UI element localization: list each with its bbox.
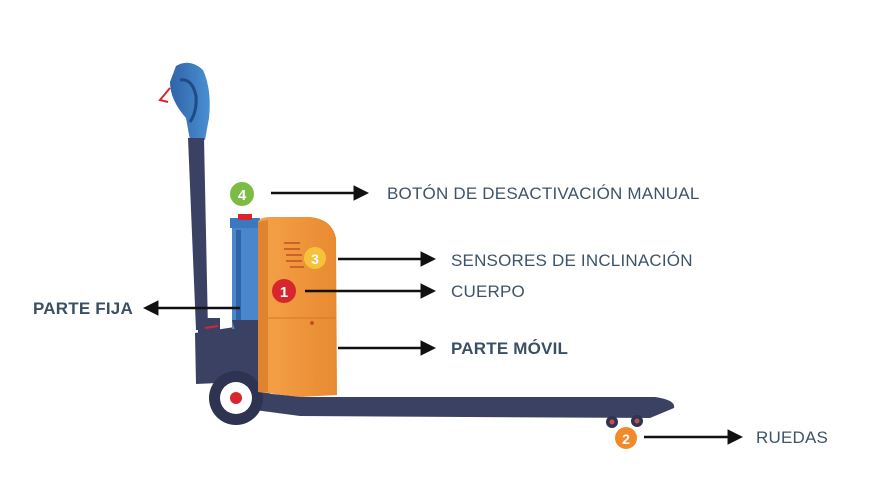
marker-4: 4 [230,182,254,206]
drive-wheel-housing [195,325,263,425]
tiller-handle [158,62,220,336]
svg-text:2: 2 [622,431,630,447]
label-tilt-sensors: SENSORES DE INCLINACIÓN [451,251,693,270]
svg-text:1: 1 [280,284,288,301]
marker-1: 1 [272,279,296,303]
label-manual-button: BOTÓN DE DESACTIVACIÓN MANUAL [387,184,700,203]
label-moving-part: PARTE MÓVIL [451,339,569,358]
orange-body [258,217,337,397]
front-rollers [606,415,643,428]
svg-text:3: 3 [311,251,319,267]
label-body: CUERPO [451,282,525,301]
callout-arrows [142,185,744,445]
label-fixed-part: PARTE FIJA [33,299,133,318]
marker-2: 2 [615,427,637,449]
label-wheels: RUEDAS [756,428,829,447]
mast [230,214,260,340]
svg-text:4: 4 [238,187,247,204]
marker-3: 3 [304,247,326,269]
